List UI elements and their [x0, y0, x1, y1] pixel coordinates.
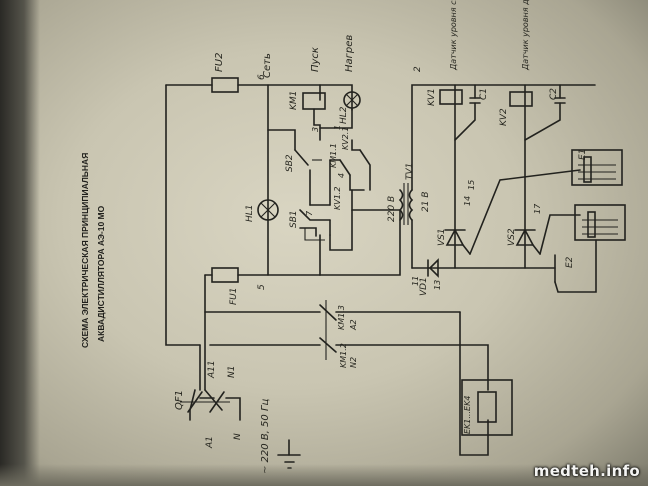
- page-bottom-shade: [0, 464, 648, 486]
- label-km13: KM1.3: [337, 305, 346, 330]
- label-11: 11: [411, 276, 420, 286]
- label-km1: KM1: [289, 91, 299, 110]
- label-vd1: VD1: [419, 277, 429, 296]
- lamp-hl1: [257, 199, 279, 221]
- label-line-a: A1: [205, 436, 215, 449]
- label-a2: A2: [349, 319, 358, 331]
- label-num-3: 3: [311, 127, 320, 132]
- label-num-4: 4: [337, 173, 346, 178]
- label-heaters: EK1...EK4: [463, 396, 472, 434]
- coil-km1-and-hl2: [302, 91, 361, 141]
- label-17: 17: [533, 203, 542, 214]
- label-out-a: A11: [207, 360, 217, 379]
- label-kv12: KV1.2: [333, 187, 342, 210]
- label-node-6: 6: [257, 74, 267, 80]
- label-line-n: N: [233, 433, 243, 440]
- main-wiring: [165, 84, 489, 469]
- label-vs1: VS1: [437, 228, 447, 246]
- level-sensor-circuit: [411, 84, 626, 293]
- label-e1: E1: [578, 149, 588, 160]
- diagram-title: СХЕМА ЭЛЕКТРИЧЕСКАЯ ПРИНЦИПИАЛЬНАЯ АКВАД…: [80, 153, 106, 348]
- label-out-n: N1: [227, 366, 237, 378]
- label-vs2: VS2: [507, 228, 517, 246]
- label-qf1: QF1: [174, 390, 185, 410]
- label-network: Сеть: [262, 53, 273, 78]
- label-13: 13: [433, 280, 442, 290]
- title-line-2: АКВАДИСТИЛЛЯТОРА АЭ-10 МО: [96, 205, 106, 342]
- label-supply-voltage: ~ 220 В, 50 Гц: [260, 398, 271, 474]
- fuses: [211, 77, 239, 283]
- label-15: 15: [467, 180, 476, 190]
- label-num-2: 2: [413, 66, 423, 72]
- label-220v: 220 В: [387, 196, 397, 222]
- handwritten-labels: FU2 6 Сеть Пуск Нагрев KM1 HL2 HL1 SB2 S…: [174, 0, 588, 474]
- label-num-1: 1: [333, 125, 342, 130]
- control-contacts: [267, 129, 371, 276]
- label-14: 14: [463, 196, 472, 206]
- label-fu2: FU2: [214, 53, 225, 72]
- label-kv2: KV2: [499, 108, 509, 126]
- label-sb1: SB1: [289, 210, 299, 228]
- label-tv1: TV1: [405, 163, 415, 180]
- label-kv21: KV2.1: [341, 127, 350, 150]
- label-c2: C2: [549, 88, 559, 100]
- heater-block: [319, 300, 513, 436]
- label-km11: KM1.1: [329, 143, 338, 168]
- transformer-tv1: [319, 84, 596, 276]
- label-sensor-2: Датчик уровня дистиллятора: [521, 0, 530, 71]
- label-heating: Нагрев: [344, 35, 355, 72]
- label-21v: 21 В: [421, 192, 431, 213]
- label-n2: N2: [349, 357, 358, 368]
- label-start: Пуск: [310, 47, 321, 72]
- label-sensor-1: Датчик уровня сырьевой: [449, 0, 458, 71]
- label-kv1: KV1: [427, 88, 437, 106]
- label-sb2: SB2: [285, 154, 295, 172]
- label-num-7: 7: [305, 210, 314, 216]
- title-line-1: СХЕМА ЭЛЕКТРИЧЕСКАЯ ПРИНЦИПИАЛЬНАЯ: [80, 153, 90, 348]
- label-km12: KM1.2: [339, 343, 348, 368]
- watermark: medteh.info: [533, 462, 640, 480]
- label-fu1: FU1: [229, 288, 239, 306]
- label-hl2: HL2: [339, 106, 349, 124]
- label-hl1: HL1: [245, 204, 255, 222]
- breaker-qf1: [180, 391, 230, 413]
- label-c1: C1: [479, 88, 489, 100]
- page-edge-shadow: [0, 0, 40, 486]
- label-e2: E2: [565, 256, 575, 268]
- label-node-5: 5: [257, 284, 267, 290]
